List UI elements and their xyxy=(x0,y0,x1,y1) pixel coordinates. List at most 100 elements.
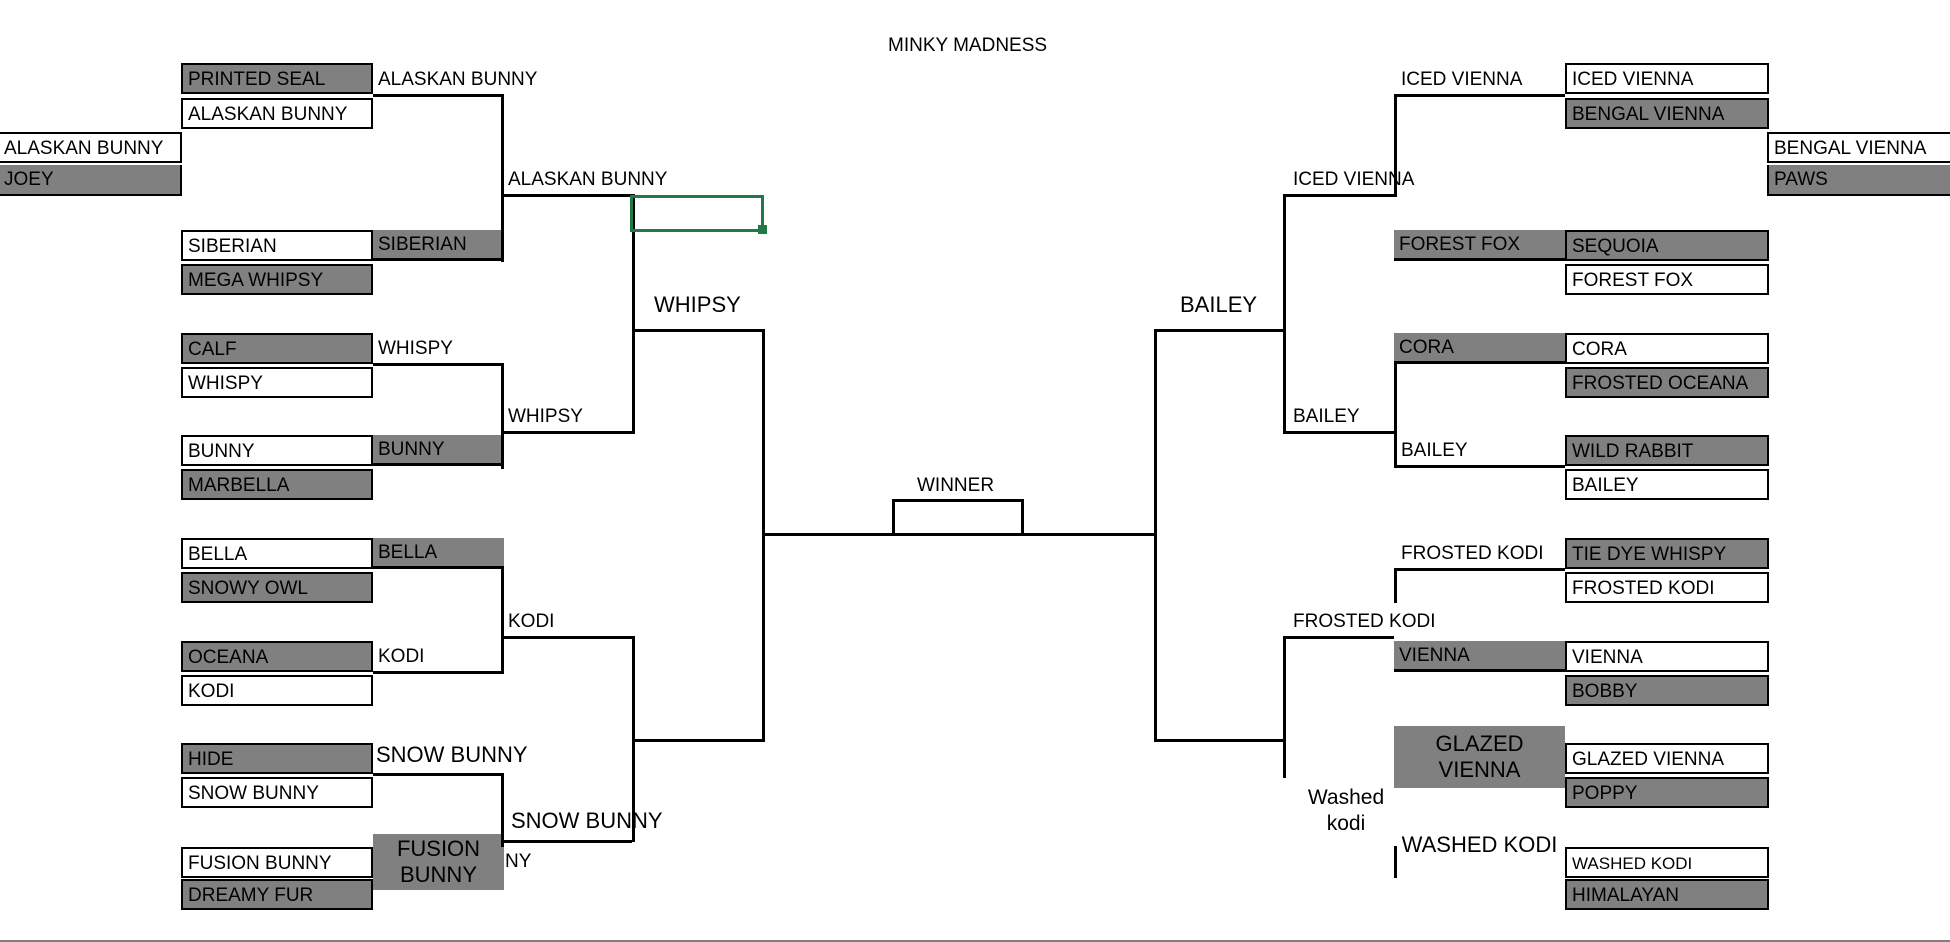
left-r3-line xyxy=(504,840,632,843)
right-r2-washed-kodi[interactable]: WASHED KODI xyxy=(1401,832,1558,857)
right-r1-frosted-kodi[interactable]: FROSTED KODI xyxy=(1565,572,1769,603)
right-r1-iced-vienna[interactable]: ICED VIENNA xyxy=(1565,63,1769,94)
right-r3-line xyxy=(1286,431,1394,434)
left-r3-whipsy: WHIPSY xyxy=(508,406,583,427)
left-r2-alaskan-bunny: ALASKAN BUNNY xyxy=(378,69,538,90)
right-r1-himalayan[interactable]: HIMALAYAN xyxy=(1565,879,1769,910)
left-r2-line xyxy=(373,671,504,674)
left-r2-line xyxy=(373,363,504,366)
right-r4-line xyxy=(1154,739,1286,742)
left-r1-fusion-bunny[interactable]: FUSION BUNNY xyxy=(181,847,373,878)
left-r2-siberian[interactable]: SIBERIAN xyxy=(373,230,504,261)
right-r1-wild-rabbit[interactable]: WILD RABBIT xyxy=(1565,435,1769,466)
left-r1-calf[interactable]: CALF xyxy=(181,333,373,364)
right-connector xyxy=(1394,94,1397,197)
right-r4-bailey: BAILEY xyxy=(1180,292,1258,317)
right-r1-bailey[interactable]: BAILEY xyxy=(1565,469,1769,500)
left-r3-line xyxy=(504,194,632,197)
right-r2-glazed-vienna[interactable]: GLAZED VIENNA xyxy=(1394,726,1565,788)
right-r3-frosted-kodi: FROSTED KODI xyxy=(1293,611,1436,632)
left-r4-line xyxy=(632,329,765,332)
left-r2-bella[interactable]: BELLA xyxy=(373,538,504,569)
right-r2-line xyxy=(1394,465,1565,468)
right-r1-poppy[interactable]: POPPY xyxy=(1565,777,1769,808)
right-connector xyxy=(1283,194,1286,434)
right-r1-frosted-oceana[interactable]: FROSTED OCEANA xyxy=(1565,367,1769,398)
right-r1-bengal-vienna[interactable]: BENGAL VIENNA xyxy=(1565,98,1769,129)
left-r4-line xyxy=(632,739,765,742)
right-r1-bobby[interactable]: BOBBY xyxy=(1565,675,1769,706)
left-r1-kodi[interactable]: KODI xyxy=(181,675,373,706)
right-r3-line xyxy=(1286,194,1394,197)
right-r1-vienna[interactable]: VIENNA xyxy=(1565,641,1769,672)
right-connector xyxy=(1394,362,1397,468)
left-r3-line xyxy=(504,636,632,639)
right-r1-bengal-vienna-outer[interactable]: BENGAL VIENNA xyxy=(1767,132,1950,163)
left-r2-snow-bunny: SNOW BUNNY xyxy=(376,742,528,767)
right-r1-forest-fox[interactable]: FOREST FOX xyxy=(1565,264,1769,295)
left-r2-fusion-bunny[interactable]: FUSION BUNNY xyxy=(373,834,504,890)
right-r3-bailey: BAILEY xyxy=(1293,406,1360,427)
right-r2-line xyxy=(1394,94,1565,97)
sheet-bottom-border xyxy=(0,940,1950,942)
left-r1-marbella[interactable]: MARBELLA xyxy=(181,469,373,500)
left-r1-alaskan-bunny-outer[interactable]: ALASKAN BUNNY xyxy=(0,132,182,163)
left-r3-alaskan-bunny: ALASKAN BUNNY xyxy=(508,169,668,190)
left-r1-bella[interactable]: BELLA xyxy=(181,538,373,569)
left-r2-fusion-overflow: NY xyxy=(505,851,532,872)
right-r1-paws[interactable]: PAWS xyxy=(1767,165,1950,196)
right-r2-iced-vienna: ICED VIENNA xyxy=(1401,69,1523,90)
right-r1-glazed-vienna[interactable]: GLAZED VIENNA xyxy=(1565,743,1769,774)
winner-box[interactable] xyxy=(892,499,1024,535)
right-r1-sequoia[interactable]: SEQUOIA xyxy=(1565,230,1769,261)
right-r2-line xyxy=(1394,568,1565,571)
left-r2-line xyxy=(373,773,504,776)
left-r1-siberian[interactable]: SIBERIAN xyxy=(181,230,373,261)
left-connector xyxy=(501,773,504,847)
fill-handle[interactable] xyxy=(758,225,767,234)
left-r1-dreamy-fur[interactable]: DREAMY FUR xyxy=(181,879,373,910)
right-r3-line xyxy=(1286,636,1394,639)
right-r2-frosted-kodi: FROSTED KODI xyxy=(1401,543,1544,564)
right-connector xyxy=(1394,568,1397,603)
selected-cell[interactable] xyxy=(630,195,764,232)
right-r3-washed-kodi[interactable]: Washed kodi xyxy=(1307,786,1385,835)
left-r1-mega-whipsy[interactable]: MEGA WHIPSY xyxy=(181,264,373,295)
right-r3-iced-vienna: ICED VIENNA xyxy=(1293,169,1415,190)
right-r4-line xyxy=(1154,329,1286,332)
left-r3-snow-bunny: SNOW BUNNY xyxy=(511,808,663,833)
right-r2-bailey: BAILEY xyxy=(1401,440,1468,461)
left-connector xyxy=(632,194,635,434)
left-r1-printed-seal[interactable]: PRINTED SEAL xyxy=(181,63,373,94)
left-r4-whipsy: WHIPSY xyxy=(654,292,741,317)
left-connector xyxy=(501,363,504,469)
final-line xyxy=(762,533,1154,536)
left-r2-bunny[interactable]: BUNNY xyxy=(373,435,504,466)
right-r2-forest-fox[interactable]: FOREST FOX xyxy=(1394,230,1565,261)
left-r1-bunny[interactable]: BUNNY xyxy=(181,435,373,466)
left-r2-kodi: KODI xyxy=(378,646,425,667)
left-r1-whispy[interactable]: WHISPY xyxy=(181,367,373,398)
winner-label: WINNER xyxy=(917,475,995,496)
left-r3-kodi: KODI xyxy=(508,611,555,632)
left-r2-whispy: WHISPY xyxy=(378,338,453,359)
left-connector xyxy=(501,94,504,262)
right-r1-washed-kodi[interactable]: WASHED KODI xyxy=(1565,847,1769,878)
left-r1-hide[interactable]: HIDE xyxy=(181,743,373,774)
sheet-title: MINKY MADNESS xyxy=(888,35,1048,56)
right-connector xyxy=(1154,329,1157,742)
left-r1-snowy-owl[interactable]: SNOWY OWL xyxy=(181,572,373,603)
left-r1-oceana[interactable]: OCEANA xyxy=(181,641,373,672)
left-r1-snow-bunny[interactable]: SNOW BUNNY xyxy=(181,777,373,808)
right-r2-cora[interactable]: CORA xyxy=(1394,333,1565,364)
right-r1-tie-dye-whispy[interactable]: TIE DYE WHISPY xyxy=(1565,538,1769,569)
left-r2-line xyxy=(373,94,504,97)
left-r3-line xyxy=(504,431,632,434)
left-r1-joey[interactable]: JOEY xyxy=(0,165,182,196)
left-r1-alaskan-bunny[interactable]: ALASKAN BUNNY xyxy=(181,98,373,129)
right-connector xyxy=(1283,636,1286,778)
right-r2-vienna[interactable]: VIENNA xyxy=(1394,641,1565,672)
left-connector xyxy=(501,567,504,673)
right-r1-cora[interactable]: CORA xyxy=(1565,333,1769,364)
